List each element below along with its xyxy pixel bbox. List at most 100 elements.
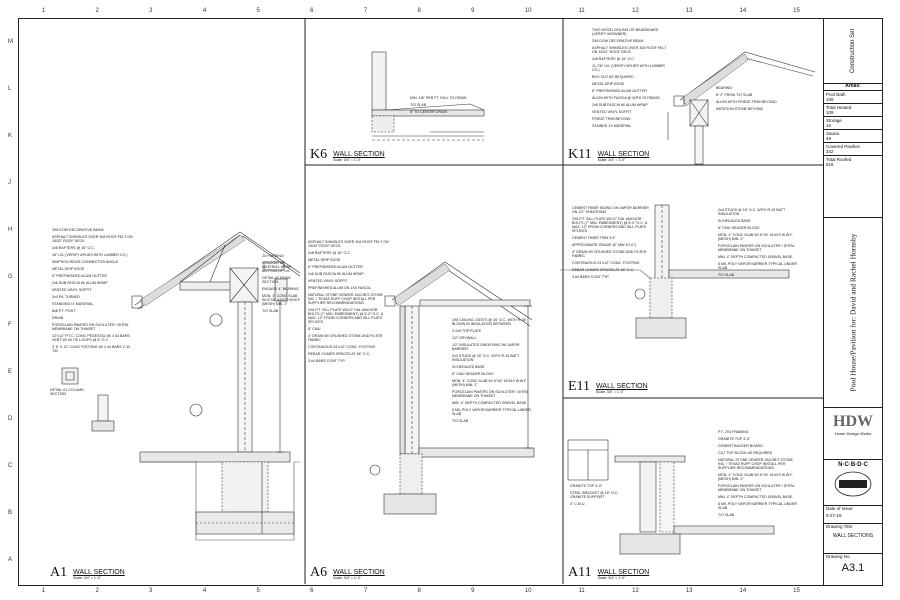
grid-row-letter: K bbox=[8, 132, 13, 139]
grid-row-letter: B bbox=[8, 510, 13, 517]
annotation-note: 2x8 RAFTERS @ 16" O.C. bbox=[308, 251, 351, 255]
annotation-note: STANDING IX MATERIAL bbox=[52, 302, 94, 306]
annotation-note: 3X8 DOW DECORATIVE BEAM bbox=[592, 39, 644, 43]
annotation-note: ASPHALT SHINGLES OVER 30# ROOF FELT ON 1… bbox=[52, 235, 133, 243]
section-scale: Scale: 3/4" = 1'-0" bbox=[73, 576, 101, 580]
area-value: 516 bbox=[826, 162, 834, 167]
annotation-note: ENGAGE 4" BEARING bbox=[262, 287, 299, 291]
section-id: E11 bbox=[568, 379, 591, 394]
annotation-note: METAL DRIP EDGE bbox=[52, 267, 85, 271]
grid-row-letter: L bbox=[8, 85, 12, 92]
grid-column-number: 1 bbox=[41, 8, 46, 14]
grid-column-number: 5 bbox=[256, 8, 260, 14]
annotation-note: VENTED VINYL SOFFIT bbox=[308, 279, 348, 283]
annotation-note: 12"x12" P.T.C. CONC PEDESTAL W/ 4 #3 BAR… bbox=[52, 334, 130, 342]
section-title: WALL SECTION bbox=[597, 151, 650, 158]
annotation-note: VENTED VINYL SOFFIT bbox=[592, 110, 632, 114]
ncbdc-box: N·C·B·D·C bbox=[824, 459, 882, 506]
annotation-note: PORCELAIN PAVERS ON SCHLUTER / DITRA MEM… bbox=[718, 244, 795, 252]
annotation-note: GRANITE TOP 3'-0" bbox=[570, 484, 603, 488]
annotation-note: 2x4 STUDS @ 16" O.C. WITH R-15 BATT INSU… bbox=[718, 208, 786, 216]
notes-a1-right: 2X FURRING STACKED 1X MATERIAL WRAP BOTTO… bbox=[262, 254, 302, 316]
annotation-note: 1/2" DRYWALL bbox=[452, 336, 477, 340]
annotation-note: BOX OUT AS REQUIRED bbox=[592, 75, 634, 79]
area-label: Sauna bbox=[826, 131, 840, 136]
grid-column-number: 12 bbox=[632, 8, 639, 14]
annotation-note: 1/2" INSULATED SHEATHING W/ VAPOR BARRIE… bbox=[452, 343, 520, 351]
section-title: WALL SECTION bbox=[596, 383, 648, 390]
notes-a6-right: 2X8 CEILING JOISTS @ 16" O.C. WITH R-38 … bbox=[452, 318, 532, 426]
section-id: A1 bbox=[50, 565, 68, 580]
grid-column-number: 11 bbox=[578, 8, 585, 14]
grid-row-letter: C bbox=[8, 463, 13, 470]
annotation-note: MIN. 4" DEPTH COMPACTED GRAVEL BASE bbox=[452, 401, 527, 405]
annotation-note: STACKED 1X MATERIAL WRAP BOTTOM OF LVL bbox=[262, 261, 292, 273]
grid-column-number: 8 bbox=[417, 8, 421, 14]
ncbdc-seal bbox=[834, 471, 872, 497]
annotation-note: SIMPSON RIDGE CONNECTOR ANGLE bbox=[52, 260, 119, 264]
grid-column-number: 15 bbox=[793, 588, 800, 594]
annotation-note: 2x6 SUB FASCIA W/ ALUM WRAP bbox=[592, 103, 648, 107]
section-scale: Scale: 3/4" = 1'-0" bbox=[333, 576, 361, 580]
annotation-note: PREFINISHED ALUM ON 1X6 FASCIA bbox=[308, 286, 371, 290]
annotation-note: NATURAL STONE VENEER JACOB'S STONE INC. … bbox=[308, 293, 383, 305]
grid-row-letter: D bbox=[8, 415, 13, 422]
section-tag-a6: A6 WALL SECTION Scale: 3/4" = 1'-0" bbox=[308, 566, 385, 581]
annotation-note: 16" LVL (VERIFY APLIES WITH LUMBER CO.) bbox=[52, 253, 128, 257]
drawing-title: WALL SECTIONS bbox=[832, 533, 874, 539]
annotation-note: MIN. 1/8" PER FT. FALL TO DRAIN bbox=[410, 96, 467, 100]
section-id: A11 bbox=[568, 565, 592, 580]
annotation-note: IMITATION STONE BEYOND bbox=[716, 107, 764, 111]
annotation-note: P.T. 2X4 FRAMING bbox=[718, 430, 749, 434]
grid-row-letter: G bbox=[8, 274, 13, 281]
grid-column-number: 6 bbox=[310, 588, 314, 594]
annotation-note: TWO WOOD CEILING OR BEADBOARD (VERIFY W/… bbox=[592, 28, 659, 36]
annotation-note: VENTED VINYL SOFFIT bbox=[52, 288, 92, 292]
annotation-note: DETAIL #1 COLUMN SECTION bbox=[50, 388, 84, 396]
annotation-note: 2X6 P.T. SILL PLATE W/1/2" DIA. ANCHOR B… bbox=[308, 308, 384, 324]
area-label: Total Roofed bbox=[826, 157, 852, 162]
annotation-note: CEMENT BACKER BOARD bbox=[718, 444, 763, 448]
project-title: Pool House/Pavilion for: David and Rache… bbox=[848, 233, 858, 391]
grid-column-number: 12 bbox=[632, 588, 639, 594]
grid-column-number: 3 bbox=[149, 588, 153, 594]
annotation-note: 2X FURRING bbox=[262, 254, 284, 258]
area-value: 109 bbox=[826, 97, 834, 102]
annotation-note: CEMENT FIBER SIDING ON VAPOR BARRIER ON … bbox=[572, 206, 649, 214]
annotation-note: 2X8 CEILING JOISTS @ 16" O.C. WITH R-38 … bbox=[452, 318, 526, 326]
section-id: K6 bbox=[310, 147, 328, 162]
annotation-note: 6" TO CENTER DRAIN bbox=[410, 110, 448, 114]
grid-column-number: 6 bbox=[310, 8, 314, 14]
section-scale: Scale: 3/4" = 1'-0" bbox=[596, 390, 624, 394]
annotation-note: NATURAL STONE VENEER JACOB'S STONE INC. … bbox=[718, 458, 793, 470]
grid-column-number: 13 bbox=[685, 8, 693, 14]
area-value: 109 bbox=[826, 110, 834, 115]
annotation-note: STEEL BRACKET @ 16" O.C. GRANITE SUPPORT bbox=[570, 491, 619, 499]
annotation-note: 3 #4 BARS CONT TYP. bbox=[572, 275, 610, 279]
annotation-note: 8x8 P.T. POST bbox=[52, 309, 76, 313]
notes-a1-detail: DETAIL #1 COLUMN SECTION bbox=[50, 388, 90, 399]
grid-row-letter: J bbox=[8, 180, 11, 187]
annotation-note: 3X8 DOW DECORATIVE BEAM bbox=[52, 228, 104, 232]
annotation-note: 2-2x6 TOP PLATE bbox=[452, 329, 482, 333]
annotation-note: REBAR CHAIRS SPACED AT 48" O.C. bbox=[572, 268, 635, 272]
area-value: 16 bbox=[826, 123, 832, 128]
annotation-note: 2x4 P/L TURNED bbox=[52, 295, 80, 299]
grid-column-number: 2 bbox=[95, 588, 99, 594]
grid-row-letter: F bbox=[8, 321, 12, 328]
grid-row-letter: E bbox=[8, 368, 13, 375]
annotation-note: APPROXIMATE GRADE (6" MIN 10'-0") bbox=[572, 243, 636, 247]
section-title: WALL SECTION bbox=[333, 151, 385, 158]
area-label: Covered Pavilion bbox=[826, 144, 861, 149]
annotation-note: 11-7/8" LVL (VERIFY APLIES WITH LUMBER C… bbox=[592, 64, 665, 72]
grid-column-number: 10 bbox=[524, 588, 532, 594]
grid-column-number: 9 bbox=[471, 588, 475, 594]
drawing-no: A3.1 bbox=[841, 562, 865, 574]
